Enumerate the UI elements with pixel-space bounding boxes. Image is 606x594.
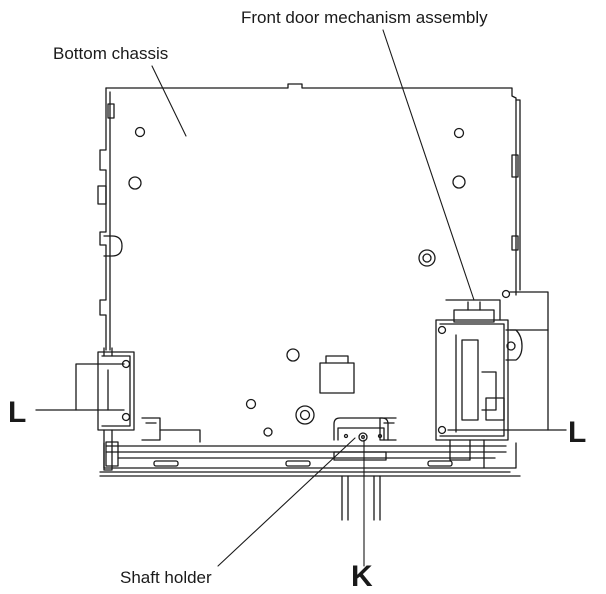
left-bracket: [35, 347, 135, 471]
chassis-holes: [128, 126, 466, 437]
front-rails: [99, 417, 521, 477]
leader-lines: [151, 29, 475, 567]
bottom-chassis-label: Bottom chassis: [53, 44, 169, 63]
callout-k: K: [351, 560, 373, 593]
shaft-holder: [333, 417, 389, 521]
callout-l-left: L: [8, 396, 27, 429]
shaft-holder-label: Shaft holder: [120, 568, 212, 587]
callout-l-right: L: [568, 416, 587, 449]
right-bracket-mechanism: [435, 289, 567, 469]
bottom-chassis-plate: [97, 83, 521, 351]
front-door-mechanism-label: Front door mechanism assembly: [241, 8, 488, 27]
